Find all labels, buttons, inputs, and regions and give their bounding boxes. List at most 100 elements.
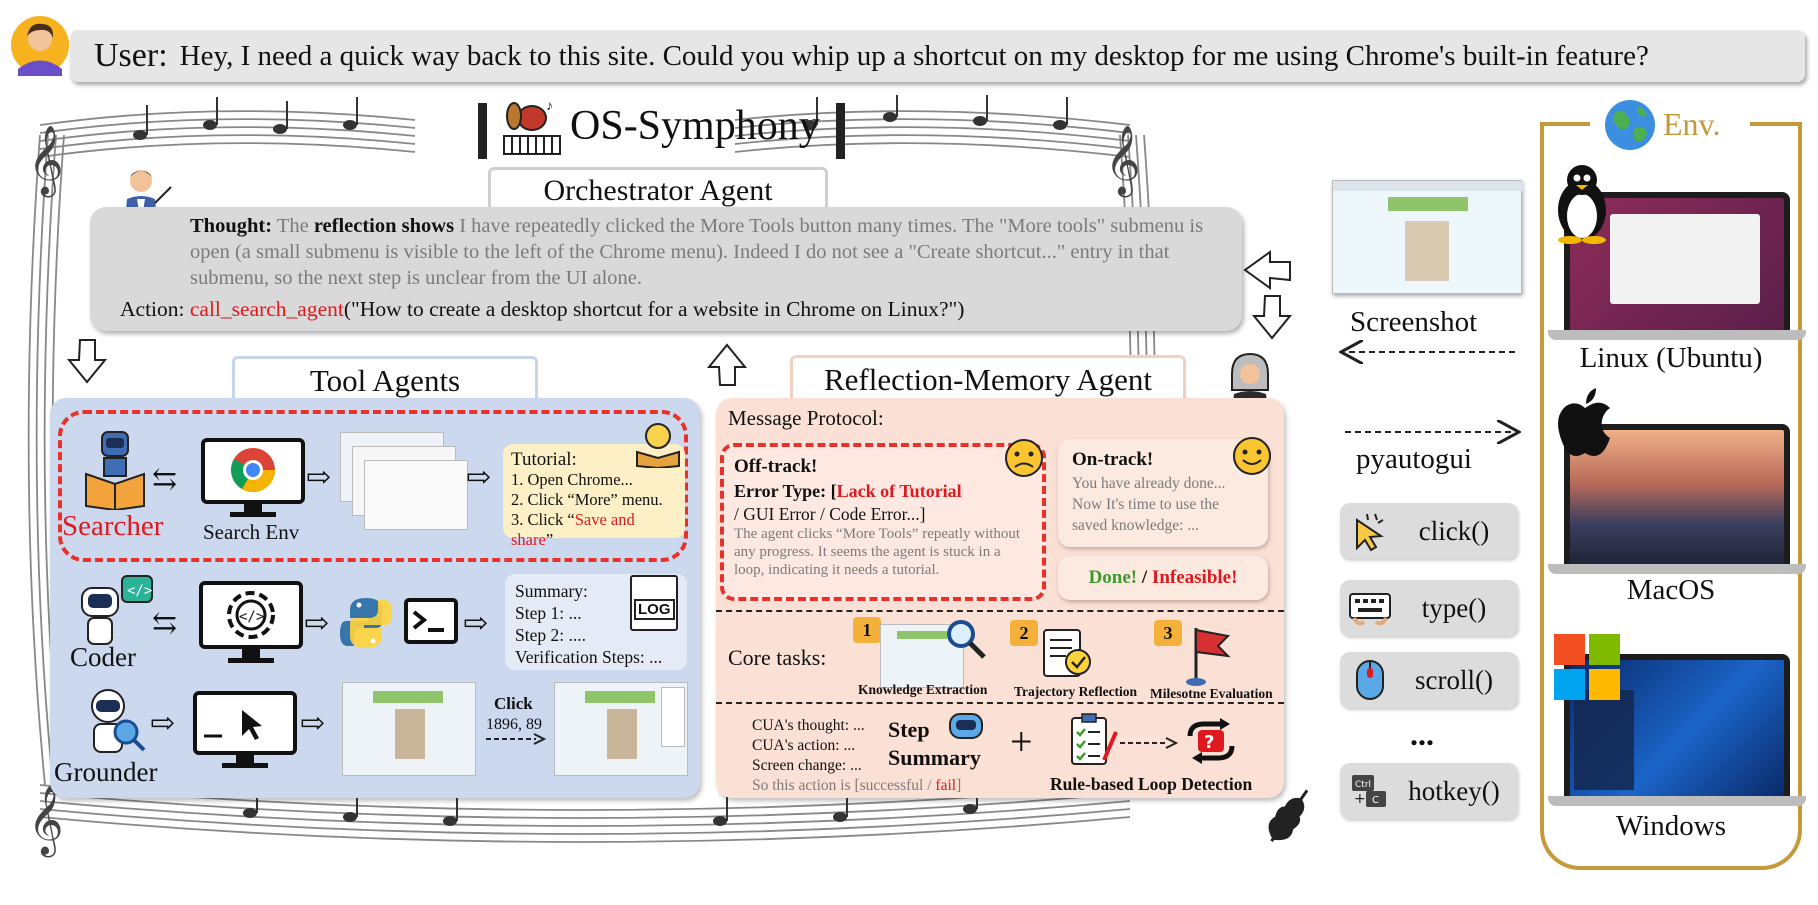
searcher-robot-icon [82, 428, 148, 512]
mouse-scroll-icon [1340, 658, 1400, 702]
thought-text: I have repeatedly clicked the More Tools… [190, 215, 1204, 289]
grounder-screenshot-after [554, 682, 688, 776]
summary-title: Summary: [515, 581, 588, 601]
user-label: User: [94, 37, 168, 74]
task-2-badge: 2 [1010, 620, 1038, 646]
dashed-arrow-icon [486, 733, 546, 745]
svg-text:+: + [1354, 791, 1366, 807]
orchestrator-box: Thought: The reflection shows I have rep… [90, 207, 1242, 331]
dashed-arrow-icon [1120, 737, 1178, 749]
arrow-right-icon: ⇨ [463, 607, 489, 640]
searcher-label: Searcher [62, 510, 164, 542]
svg-text:</>: </> [239, 609, 264, 625]
globe-icon [1603, 98, 1657, 152]
tutorial-step-2: 2. Click “More” menu. [511, 490, 663, 509]
happy-face-icon [1232, 436, 1272, 476]
svg-text:</>: </> [127, 583, 152, 599]
click-label: Click [494, 694, 533, 713]
terminal-icon [404, 598, 458, 644]
chrome-monitor-icon [200, 437, 306, 519]
magnifier-icon [945, 618, 987, 660]
task-1-label: Knowledge Extraction [858, 682, 988, 697]
loop-icon: ? [1180, 718, 1242, 764]
summary-card: Summary: Step 1: ... Step 2: .... Verifi… [505, 574, 687, 670]
svg-text:Ctrl: Ctrl [1355, 780, 1371, 790]
screen-change: Screen change: ... [752, 757, 862, 774]
tutorial-step-1: 1. Open Chrome... [511, 470, 633, 489]
summary-step-2: Step 2: .... [515, 625, 586, 645]
svg-text:♪: ♪ [546, 99, 553, 114]
tutorial-title: Tutorial: [511, 449, 577, 470]
trajectory-reflection-icon [1040, 626, 1096, 680]
keyboard-shortcut-icon: Ctrl+C [1340, 773, 1400, 809]
on-track-card: On-track! You have already done... Now I… [1058, 439, 1268, 547]
done-infeasible-card: Done! / Infeasible! [1058, 556, 1268, 600]
orchestrator-title: Orchestrator Agent [488, 167, 828, 211]
arrow-right-icon: ⇨ [306, 461, 332, 494]
thought-bold: reflection shows [313, 215, 455, 237]
tutorial-step-3: 3. Click “Save and share” [511, 510, 635, 549]
loop-detection-label: Rule-based Loop Detection [1050, 774, 1253, 794]
linux-label: Linux (Ubuntu) [1579, 342, 1763, 374]
user-message: Hey, I need a quick way back to this sit… [179, 39, 1649, 72]
on-track-title: On-track! [1072, 449, 1154, 470]
pyautogui-label: pyautogui [1356, 443, 1472, 475]
message-protocol-label: Message Protocol: [728, 406, 884, 430]
off-track-title: Off-track! [734, 456, 818, 477]
type-action-label: type() [1421, 592, 1487, 623]
grounder-label: Grounder [54, 757, 158, 787]
title-bar-left [478, 103, 487, 159]
sad-face-icon [1004, 438, 1044, 478]
env-title: Env. [1663, 106, 1721, 142]
tool-agents-title: Tool Agents [232, 356, 538, 402]
user-request-bar: User: Hey, I need a quick way back to th… [70, 30, 1805, 82]
code-gear-monitor-icon: </> [198, 580, 304, 668]
coder-label: Coder [70, 642, 136, 672]
exchange-arrows-icon: ⇆ [152, 463, 178, 496]
milestone-flag-icon [1182, 624, 1236, 688]
checklist-icon [1068, 712, 1118, 768]
cursor-monitor-icon [192, 690, 298, 772]
on-track-description: You have already done... Now It's time t… [1072, 475, 1226, 534]
done-label: Done! [1088, 567, 1138, 588]
task-3-label: Milesotne Evaluation [1150, 686, 1273, 701]
error-type-red: Lack of Tutorial [836, 481, 962, 501]
scroll-action-button: scroll() [1340, 652, 1518, 708]
hotkey-action-label: hotkey() [1408, 775, 1500, 806]
summary-step-1: Step 1: ... [515, 603, 582, 623]
windows-logo-icon [1552, 632, 1622, 702]
arrow-right-icon: ⇨ [466, 461, 492, 494]
diagram-title: OS-Symphony [570, 103, 820, 149]
action-argument: ("How to create a desktop shortcut for a… [343, 297, 965, 321]
cua-thought: CUA's thought: ... [752, 717, 865, 734]
svg-text:𝄞: 𝄞 [28, 125, 63, 197]
action-label: Action: [120, 297, 185, 321]
click-action-button: click() [1340, 503, 1518, 559]
error-type-rest: / GUI Error / Code Error...] [734, 504, 926, 524]
screenshot-thumbnail [1332, 180, 1523, 294]
searcher-highlight [58, 410, 688, 562]
python-icon [340, 596, 392, 650]
apple-logo-icon [1554, 386, 1616, 462]
windows-laptop-base [1548, 796, 1806, 806]
grounder-screenshot-before [342, 682, 476, 776]
task-1-badge: 1 [853, 617, 881, 643]
windows-label: Windows [1616, 810, 1726, 842]
linux-laptop-base [1548, 330, 1806, 340]
orchestra-icon: ♪ [500, 96, 564, 158]
off-track-description: The agent clicks “More Tools” repeatly w… [734, 526, 1021, 578]
click-coords: 1896, 89 [486, 716, 542, 733]
step-summary-label: Step Summary [888, 717, 981, 770]
svg-text:?: ? [1204, 732, 1214, 753]
action-function: call_search_agent [189, 297, 344, 321]
summary-verification: Verification Steps: ... [515, 647, 663, 667]
tux-penguin-icon [1552, 160, 1612, 244]
click-action-label: click() [1418, 515, 1490, 546]
svg-text:𝄞: 𝄞 [1105, 125, 1140, 197]
task-3-badge: 3 [1154, 620, 1182, 646]
infeasible-label: Infeasible! [1151, 567, 1238, 588]
separator-2 [716, 702, 1284, 704]
action-line: Action: call_search_agent("How to create… [120, 296, 1214, 322]
env-frame-top-left [1540, 122, 1590, 126]
